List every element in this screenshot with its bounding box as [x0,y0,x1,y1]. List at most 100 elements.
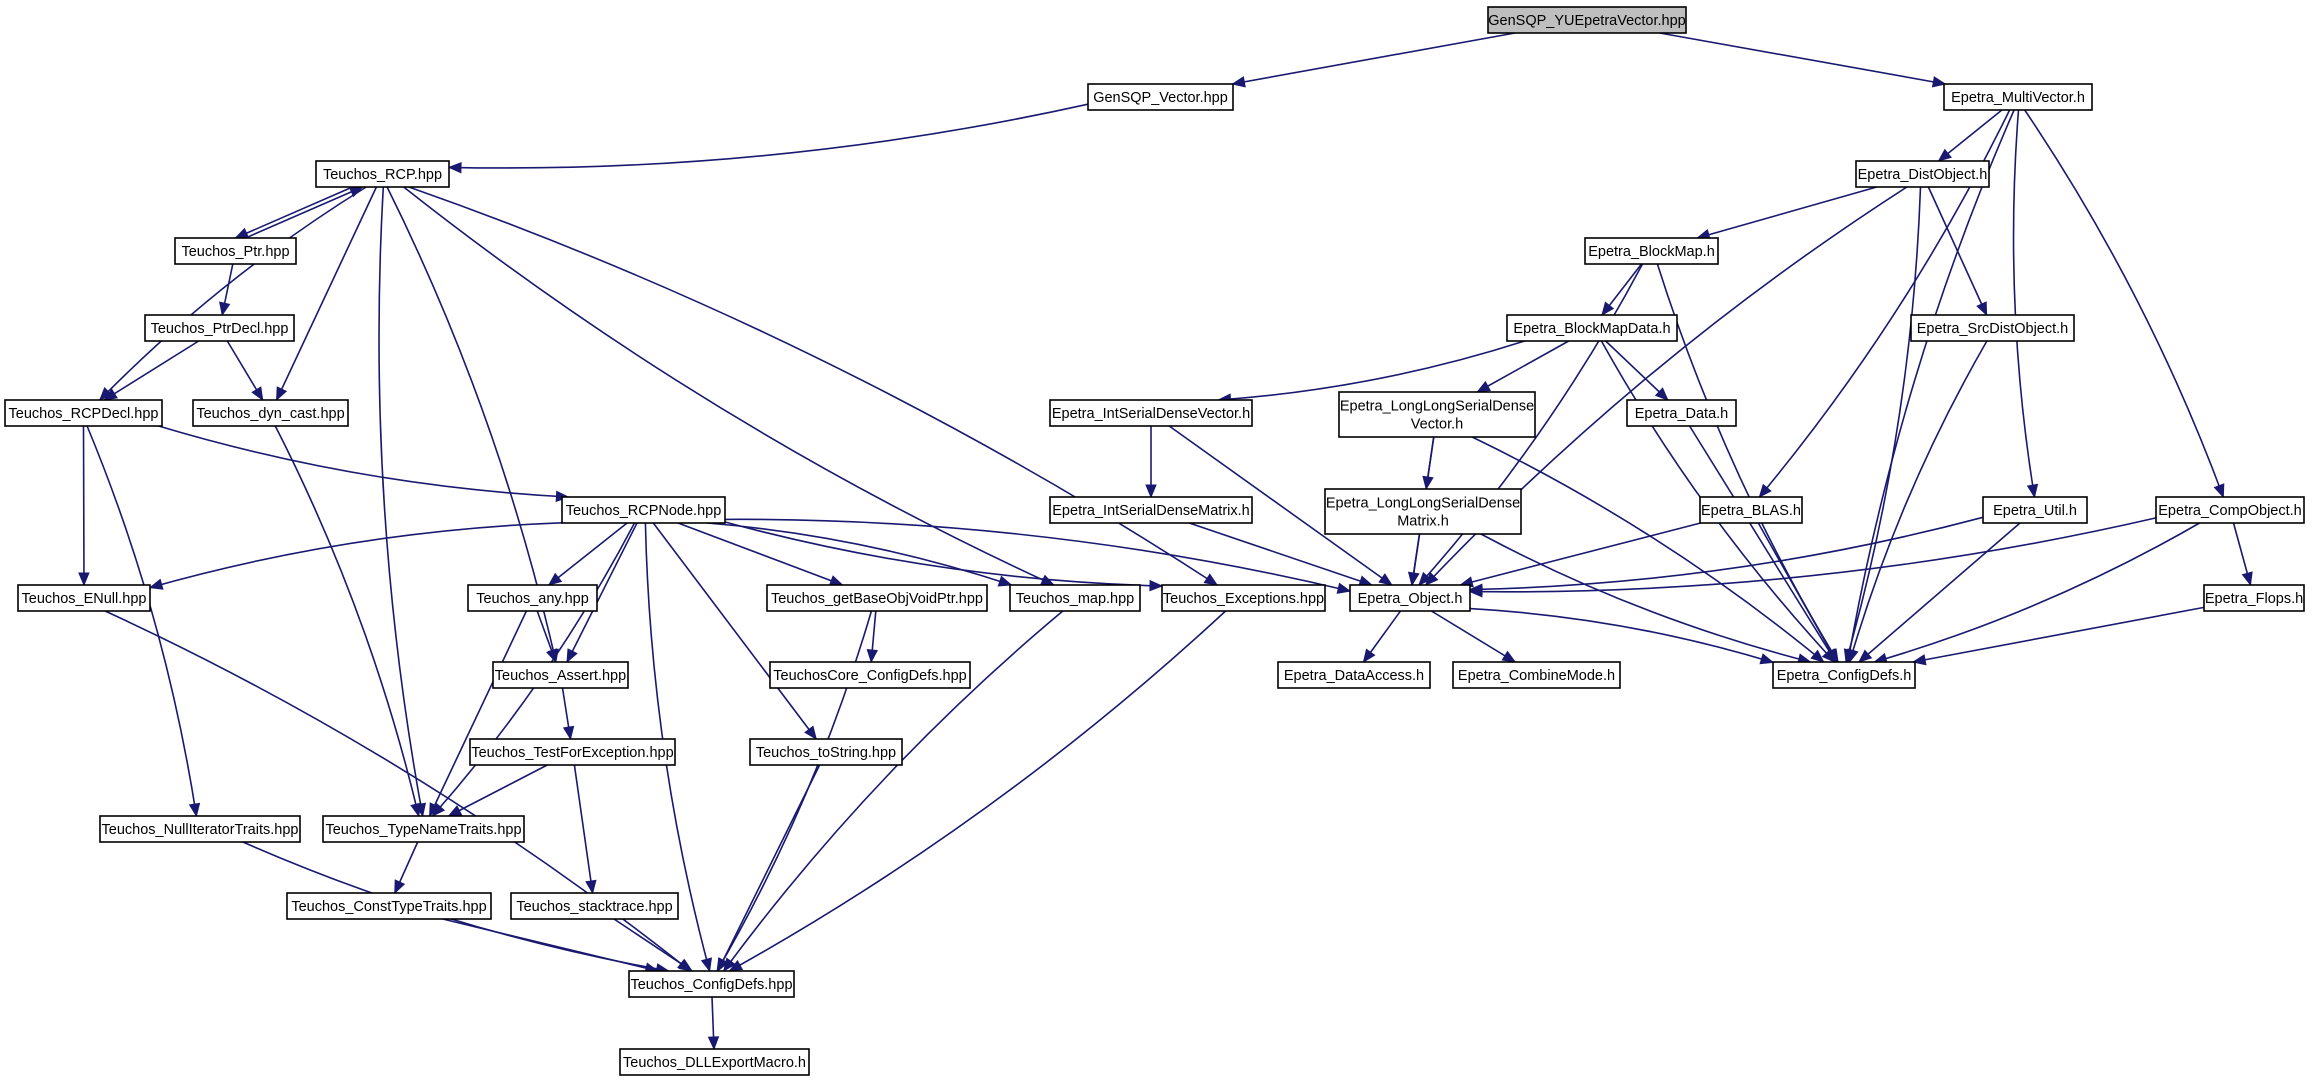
edge-n_data-to-n_epconfig [1688,425,1837,663]
node-label: Teuchos_NullIteratorTraits.hpp [102,822,299,838]
node-label: Teuchos_ConstTypeTraits.hpp [291,899,486,915]
file-node[interactable]: Epetra_DataAccess.h [1277,661,1431,689]
file-node[interactable]: Teuchos_map.hpp [1009,584,1141,612]
arrowhead-n_rcpnode-to-n_exceptions [1149,579,1164,592]
file-node[interactable]: Teuchos_ENull.hpp [17,584,151,612]
file-node[interactable]: Epetra_CompObject.h [2155,496,2305,524]
file-node[interactable]: Teuchos_Exceptions.hpp [1161,584,1326,612]
file-node[interactable]: Teuchos_DLLExportMacro.h [619,1048,810,1076]
edge-n_rcpnode-to-n_map [707,522,1012,586]
file-node[interactable]: Teuchos_getBaseObjVoidPtr.hpp [766,584,988,612]
edge-n_rcpnode-to-n_getbase [677,522,843,586]
file-node[interactable]: Epetra_IntSerialDenseVector.h [1049,399,1253,427]
node-box [1584,237,1719,265]
arrowhead-n_assert-to-n_testforexc [562,725,575,741]
edge-n_rcpdecl-to-n_rcpnode [158,425,569,498]
arrowhead-n_gensqp_vec-to-n_rcp [447,161,462,174]
file-node[interactable]: Epetra_Flops.h [2203,584,2305,612]
file-node[interactable]: Teuchos_stacktrace.hpp [510,892,679,920]
node-box [17,584,151,612]
arrowhead-n_util-to-n_epconfig [1858,649,1873,663]
node-box [144,314,295,342]
file-node[interactable]: Epetra_DistObject.h [1855,160,1990,188]
edge-n_blas-to-n_epconfig [1757,522,1838,663]
file-node[interactable]: Teuchos_any.hpp [467,584,598,612]
file-node[interactable]: TeuchosCore_ConfigDefs.hpp [769,661,971,689]
arrowhead-n_testforexc-to-n_typename [447,805,463,817]
file-node[interactable]: Teuchos_RCP.hpp [315,160,450,188]
file-node[interactable]: Teuchos_Assert.hpp [492,661,629,689]
node-label: Epetra_IntSerialDenseMatrix.h [1052,503,1249,519]
edge-n_distobj-to-n_blockmap [1697,186,1877,239]
node-label: Teuchos_ENull.hpp [22,591,147,607]
file-node[interactable]: Epetra_SrcDistObject.h [1910,314,2075,342]
file-node[interactable]: Epetra_Util.h [1982,496,2088,524]
file-node[interactable]: Epetra_ConfigDefs.h [1772,661,1916,689]
node-label: Epetra_DistObject.h [1858,167,1988,183]
arrowhead-n_testforexc-to-n_stacktrace [585,879,597,895]
file-node[interactable]: Teuchos_PtrDecl.hpp [144,314,295,342]
node-box [1452,661,1621,689]
file-node[interactable]: Teuchos_ConstTypeTraits.hpp [286,892,492,920]
edge-n_srcdistobj-to-n_epconfig [1848,340,1988,663]
node-label: Epetra_SrcDistObject.h [1917,321,2069,337]
node-box [2203,584,2305,612]
file-node[interactable]: Epetra_BlockMap.h [1584,237,1719,265]
arrowhead-n_rcpnode-to-n_tconfig [700,957,712,973]
edge-n_distobj-to-n_srcdistobj [1927,186,1988,316]
file-node[interactable]: Epetra_MultiVector.h [1943,83,2093,111]
file-node[interactable]: Epetra_BLAS.h [1699,496,1803,524]
file-node[interactable]: Teuchos_Ptr.hpp [174,237,297,265]
edge-n_gensqp_vec-to-n_rcp [448,103,1089,169]
node-label: Epetra_CompObject.h [2158,503,2301,519]
file-node[interactable]: Epetra_CombineMode.h [1452,661,1621,689]
file-node[interactable]: Teuchos_RCPNode.hpp [561,496,726,524]
edge-n_rcpnode-to-n_exceptions [724,521,1163,587]
file-node[interactable]: Epetra_Data.h [1626,399,1737,427]
file-node[interactable]: Teuchos_toString.hpp [749,738,903,766]
node-label: Epetra_Object.h [1358,591,1463,607]
arrowhead-n_rcp-to-n_exceptions [1203,573,1219,586]
node-label: Epetra_MultiVector.h [1951,90,2085,106]
file-node[interactable]: Teuchos_TypeNameTraits.hpp [322,815,525,843]
edge-n_rcp-to-n_ptr [235,186,353,239]
edge-n_object-to-n_combinemode [1430,610,1516,663]
arrowhead-n_rcpnode-to-n_enull [148,578,164,590]
file-node[interactable]: Epetra_Object.h [1349,584,1471,612]
edge-n_rcpnode-to-n_enull [149,522,563,589]
node-box [561,496,726,524]
node-label: Matrix.h [1397,514,1449,530]
node-label: Epetra_ConfigDefs.h [1777,668,1912,684]
arrowhead-n_rcp-to-n_dyncast [276,386,288,402]
edge-n_dyncast-to-n_typename [274,425,420,817]
node-box [99,815,301,843]
file-node[interactable]: Teuchos_dyn_cast.hpp [192,399,349,427]
edge-n_blockmapdata-to-n_llsdv [1476,340,1570,393]
node-label: Teuchos_TypeNameTraits.hpp [325,822,521,838]
node-label: Epetra_BlockMapData.h [1513,321,1670,337]
node-box [174,237,297,265]
file-node[interactable]: Teuchos_RCPDecl.hpp [4,399,163,427]
file-node[interactable]: GenSQP_Vector.hpp [1087,83,1234,111]
file-node[interactable]: Teuchos_NullIteratorTraits.hpp [99,815,301,843]
node-label: Teuchos_Ptr.hpp [181,244,289,260]
arrowhead-n_ptrdecl-to-n_dyncast [251,386,264,402]
arrowhead-n_rcpnode-to-n_any [547,572,563,586]
file-node[interactable]: Epetra_IntSerialDenseMatrix.h [1049,496,1253,524]
node-label: Epetra_Data.h [1635,406,1729,422]
root-file-node[interactable]: GenSQP_YUEpetraVector.hpp [1487,6,1687,34]
arrowhead-n_srcdistobj-to-n_epconfig [1847,648,1859,664]
node-box [1487,6,1687,34]
file-node[interactable]: Teuchos_TestForException.hpp [469,738,676,766]
edge-n_flops-to-n_epconfig [1913,606,2205,663]
node-box [1049,496,1253,524]
file-node[interactable]: Teuchos_ConfigDefs.hpp [628,970,795,998]
node-label: TeuchosCore_ConfigDefs.hpp [773,668,966,684]
arrowhead-n_epetra_mv-to-n_blas [1758,483,1772,498]
edge-n_isdv-to-n_object [1168,425,1393,586]
node-label: Teuchos_stacktrace.hpp [516,899,672,915]
file-node[interactable]: Epetra_BlockMapData.h [1506,314,1678,342]
node-box [2155,496,2305,524]
